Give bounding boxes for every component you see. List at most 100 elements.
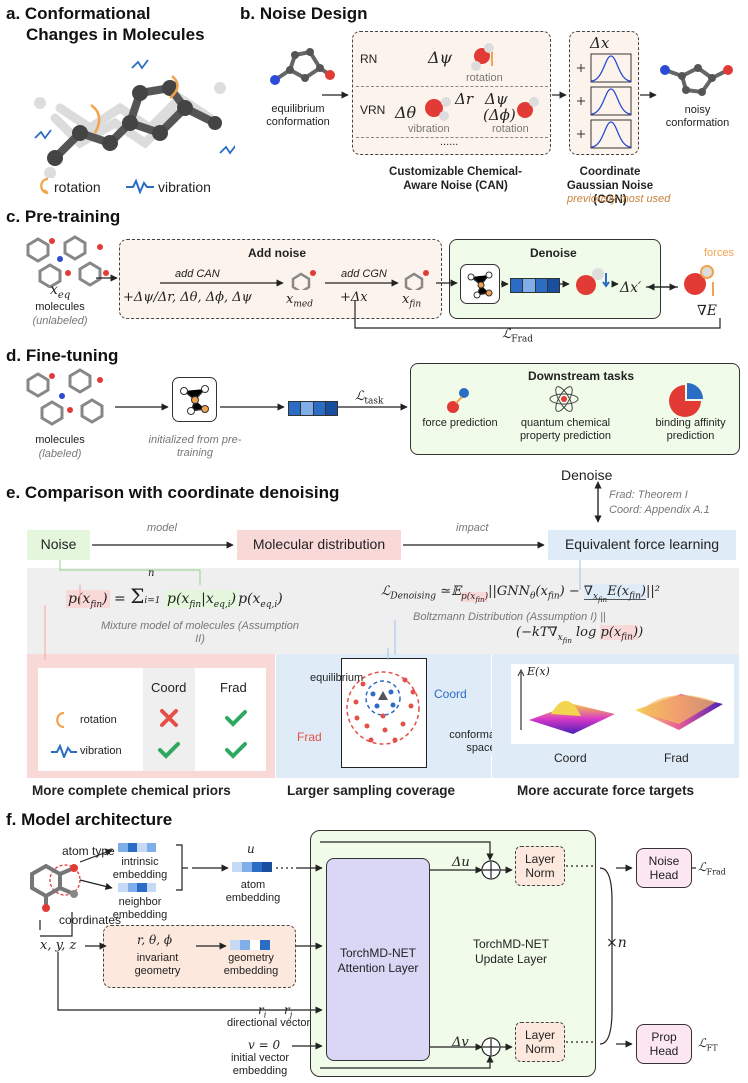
caption-coverage: Larger sampling coverage	[287, 783, 456, 798]
add-can-label: add CAN	[175, 268, 220, 280]
energy-coord-label: Coord	[554, 751, 587, 765]
rotation-icon	[40, 177, 49, 195]
vrn-label: VRN	[360, 103, 386, 117]
u-label: u	[247, 842, 255, 856]
energy-frad-label: Frad	[664, 751, 689, 765]
gaussian-plots	[577, 53, 632, 149]
frad-vibration-check-icon	[225, 742, 247, 759]
pretrain-molecules-image	[26, 235, 109, 288]
pretrain-gnn-icon	[460, 264, 500, 304]
can-dots: ......	[440, 136, 459, 148]
add-noise-title: Add noise	[248, 246, 307, 260]
denoise-title: Denoise	[530, 246, 577, 260]
finetune-molecules-image	[26, 368, 104, 426]
coverage-coord-label: Coord	[434, 687, 467, 701]
noise-head-label: Noise Head	[648, 854, 680, 882]
finetune-embedding-bar	[288, 401, 338, 416]
downstream-title: Downstream tasks	[528, 369, 635, 383]
noisy-label: noisy conformation	[665, 104, 730, 129]
energy-surface-plots	[517, 668, 723, 734]
vibration-icon	[126, 178, 154, 194]
loss-ft-label: ℒFT	[698, 1036, 718, 1053]
layer-norm-bottom-label: Layer Norm	[524, 1028, 556, 1056]
coord-appendix: Coord: Appendix A.1	[609, 504, 710, 516]
priors-vibration-icon	[51, 744, 77, 758]
task-force: force prediction	[422, 417, 498, 429]
denoising-loss-formula: ℒDenoising ≃𝔼p(xfin)||GNNθ(xfin) − ∇xfin…	[381, 584, 660, 604]
forces-label: forces	[704, 247, 734, 259]
x-med-molecule-image	[291, 270, 316, 290]
rn-molecule-icon	[471, 43, 494, 71]
cgn-delta-x: Δx	[590, 34, 610, 52]
model-arrow-label: model	[147, 522, 177, 534]
legend-vibration: vibration	[158, 179, 211, 195]
can-caption: Customizable Chemical-Aware Noise (CAN)	[389, 166, 522, 192]
finetune-gnn-icon	[172, 377, 217, 422]
section-e-title: e. Comparison with coordinate denoising	[6, 483, 340, 502]
e-denoise-label: Denoise	[561, 467, 613, 483]
coord-vibration-check-icon	[158, 742, 180, 759]
rn-caption: rotation	[466, 72, 503, 84]
boltzmann-formula: (−kT∇xfin log p(xfin))	[516, 625, 644, 645]
finetune-labeled-label: (labeled)	[38, 448, 82, 460]
prop-head-box	[636, 1024, 692, 1064]
neighbor-embedding-label: neighbor embedding	[112, 896, 168, 921]
mixture-sum-upper: n	[148, 568, 155, 579]
add-cgn-label: add CGN	[341, 268, 387, 280]
intrinsic-embedding-label: intrinsic embedding	[112, 856, 168, 881]
vrn-delta-phi: (Δϕ)	[483, 106, 516, 124]
noisy-molecule-image	[660, 64, 733, 96]
caption-force-targets: More accurate force targets	[517, 783, 695, 798]
frad-rotation-check-icon	[225, 710, 247, 727]
section-a-title-line1: a. Conformational	[6, 4, 151, 23]
section-a-title-line2: Changes in Molecules	[26, 25, 205, 44]
force-learning-pill: Equivalent force learning	[548, 530, 736, 560]
layer-norm-bottom	[515, 1022, 565, 1062]
molecular-distribution-pill: Molecular distribution	[237, 530, 401, 560]
force-prediction-icon	[447, 388, 469, 413]
priors-row-rotation: rotation	[80, 714, 117, 726]
coord-rotation-cross-icon	[160, 709, 178, 727]
x-fin-molecule-image	[404, 270, 429, 290]
can-divider-2	[356, 137, 548, 138]
equilibrium-text: equilibrium	[310, 672, 364, 684]
section-c-title: c. Pre-training	[6, 207, 121, 226]
task-quantum: quantum chemical property prediction	[519, 417, 612, 442]
vrn-vibration-caption: vibration	[408, 123, 450, 135]
finetune-loss: ℒtask	[355, 389, 384, 407]
quantum-atom-icon	[549, 386, 579, 412]
times-n-label: ×n	[606, 935, 627, 951]
invariant-geometry-label: invariant geometry	[134, 952, 181, 977]
priors-header-frad: Frad	[220, 680, 247, 695]
rn-delta-psi: Δψ	[428, 48, 453, 67]
equilibrium-label: equilibrium conformation	[266, 103, 330, 128]
noise-pill: Noise	[27, 530, 90, 560]
x-med: xmed	[286, 292, 313, 310]
caption-priors: More complete chemical priors	[32, 783, 231, 798]
energy-axis-label: E(x)	[527, 665, 550, 678]
forces-molecule-icon	[684, 265, 714, 296]
layer-norm-top-label: Layer Norm	[524, 852, 556, 880]
equilibrium-molecule-image	[270, 48, 335, 85]
noise-head-box	[636, 848, 692, 888]
coordinates-label: coordinates	[59, 913, 122, 927]
finetune-molecules-label: molecules	[35, 434, 85, 446]
cgn-caption: Coordinate Gaussian Noise (CGN)	[566, 166, 654, 206]
directional-vector-label: directional vector	[227, 1017, 311, 1029]
vrn-rotation-molecule-icon	[517, 97, 539, 118]
sampling-coverage-plot	[346, 671, 420, 745]
neighbor-embedding-bar	[118, 883, 156, 892]
boltzmann-caption: Boltzmann Distribution (Assumption I) ||	[413, 611, 606, 623]
intrinsic-embedding-bar	[118, 843, 156, 852]
can-box	[352, 31, 551, 155]
xyz-label: x, y, z	[40, 938, 77, 953]
can-formula: +Δψ/Δr, Δθ, Δϕ, Δψ	[123, 290, 252, 305]
v0-label: v = 0	[248, 1038, 281, 1052]
loss-frad-label: ℒFrad	[698, 860, 726, 877]
x-eq: xeq	[50, 282, 71, 301]
frad-theorem: Frad: Theorem I	[609, 489, 688, 501]
vrn-delta-psi: Δψ	[485, 90, 508, 108]
section-b-title: b. Noise Design	[240, 4, 368, 23]
vrn-molecule-icon	[425, 97, 451, 121]
legend-rotation: rotation	[54, 179, 101, 195]
